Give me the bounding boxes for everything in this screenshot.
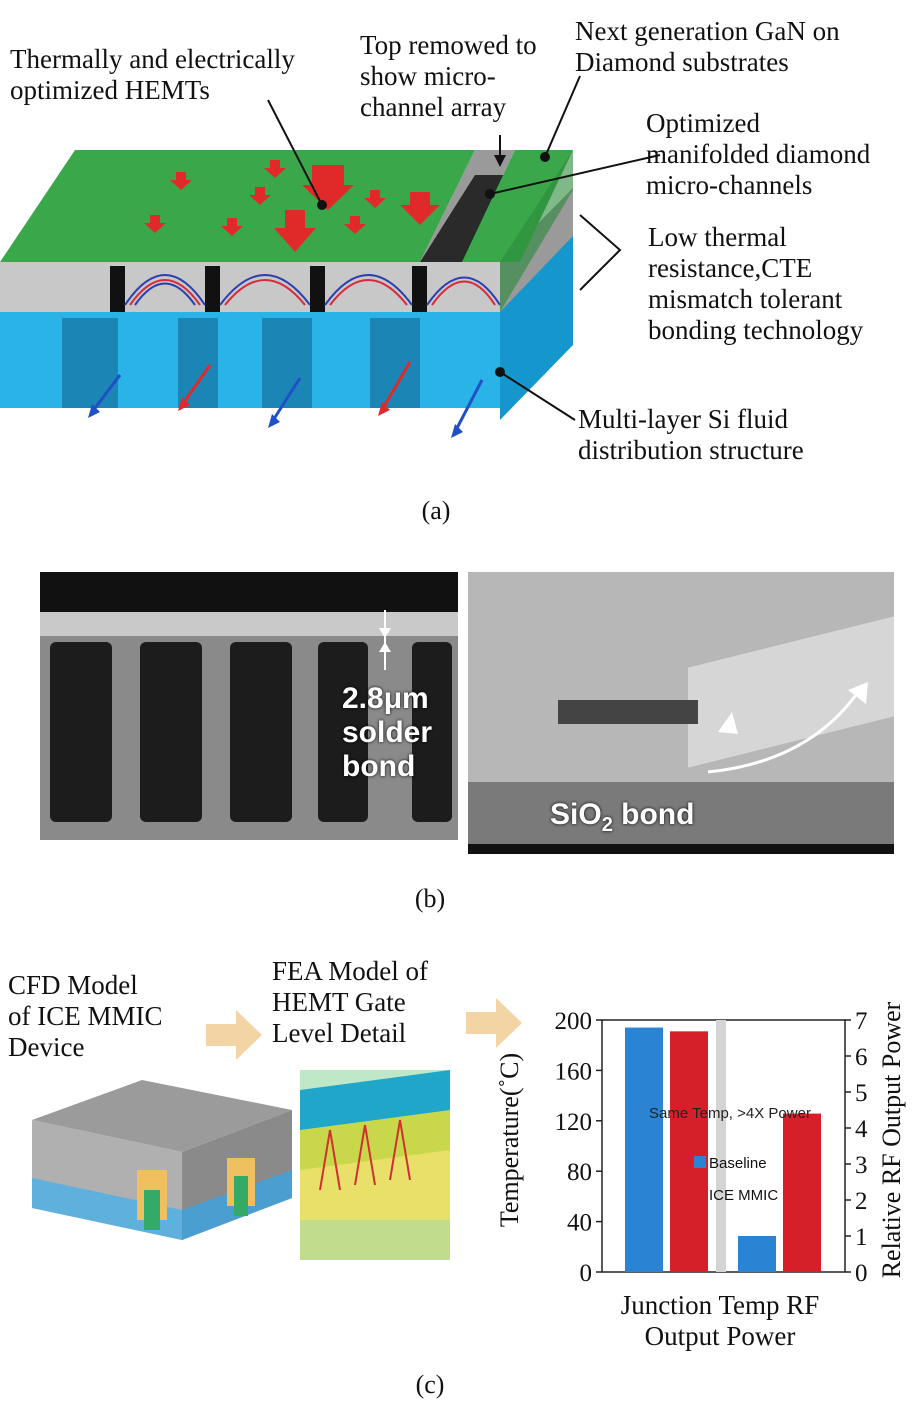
legend-swatch [694,1188,706,1200]
hemt-schematic [0,75,661,438]
y-tick-label: 40 [567,1210,592,1237]
y-tick-label: 160 [555,1058,593,1085]
sem-image-solder: 2.8μm solder bond [40,572,458,840]
gan-side-right [500,150,573,312]
y2-tick-label: 5 [855,1080,868,1107]
label-bonding: Low thermal resistance,CTE mismatch tole… [648,222,864,345]
caption-a: (a) [421,496,451,525]
y2-tick-label: 1 [855,1224,868,1251]
legend-entry: Baseline [709,1155,767,1172]
y-tick-label: 200 [555,1008,593,1035]
y-tick-label: 0 [580,1260,593,1287]
bar-baseline-0 [625,1027,663,1272]
chart-annotation: Same Temp, >4X Power [649,1105,811,1122]
label-fea-model: FEA Model of HEMT Gate Level Detail [272,956,429,1048]
label-multilayer: Multi-layer Si fluid distribution struct… [578,404,804,465]
label-manifold: Optimized manifolded diamond micro-chann… [646,108,871,200]
panel-c: CFD Model of ICE MMIC Device FEA Model o… [0,950,919,1420]
panel-a: Thermally and electrically optimized HEM… [0,0,919,530]
si-layer-side [500,232,573,420]
solder-bond-label: 2.8μm solder bond [342,682,433,783]
sio2-bond-label: SiO2 bond [550,798,695,836]
y-tick-label: 80 [567,1159,592,1186]
label-next-gen: Next generation GaN on Diamond substrate… [575,16,840,77]
label-top-removed: Top remowed to show micro- channel array [360,30,537,122]
y2-tick-label: 3 [855,1152,868,1179]
y2-tick-label: 2 [855,1188,868,1215]
cfd-model-image [32,1080,292,1240]
label-hemts: Thermally and electrically optimized HEM… [10,44,295,105]
fea-model-image [300,1070,450,1260]
caption-b: (b) [414,884,446,913]
si-channel-2 [178,318,218,408]
caption-c: (c) [415,1370,445,1399]
bar-ice-mmic-1 [783,1113,821,1272]
sem-footer-bar [468,844,894,854]
si-channel-1 [62,318,118,408]
y2-tick-label: 6 [855,1044,868,1071]
si-channel-4 [370,318,420,408]
y2-axis-label: Relative RF Output Power [877,1001,906,1278]
bar-ice-mmic-0 [670,1031,708,1272]
si-channel-3 [262,318,312,408]
panel-b: 2.8μm solder bond SiO2 bond (b) [0,560,919,920]
gan-top-surface [0,150,475,262]
y-tick-label: 120 [555,1109,593,1136]
step-arrow-2 [466,998,522,1048]
legend-entry: ICE MMIC [709,1187,778,1204]
y2-tick-label: 0 [855,1260,868,1287]
y-axis-label: Temperature(˚C) [495,1053,524,1227]
sem-image-sio2: SiO2 bond [468,572,894,854]
legend-swatch [694,1156,706,1168]
group-divider [716,1020,726,1272]
y2-tick-label: 4 [855,1116,868,1143]
y2-tick-label: 7 [855,1008,868,1035]
label-cfd-model: CFD Model of ICE MMIC Device [8,970,163,1062]
bar-baseline-1 [738,1236,776,1272]
gan-top-right [462,150,573,262]
sem-info-bar [40,572,458,612]
x-axis-label: Junction Temp RF Output Power [620,1290,820,1351]
step-arrow-1 [206,1010,262,1060]
